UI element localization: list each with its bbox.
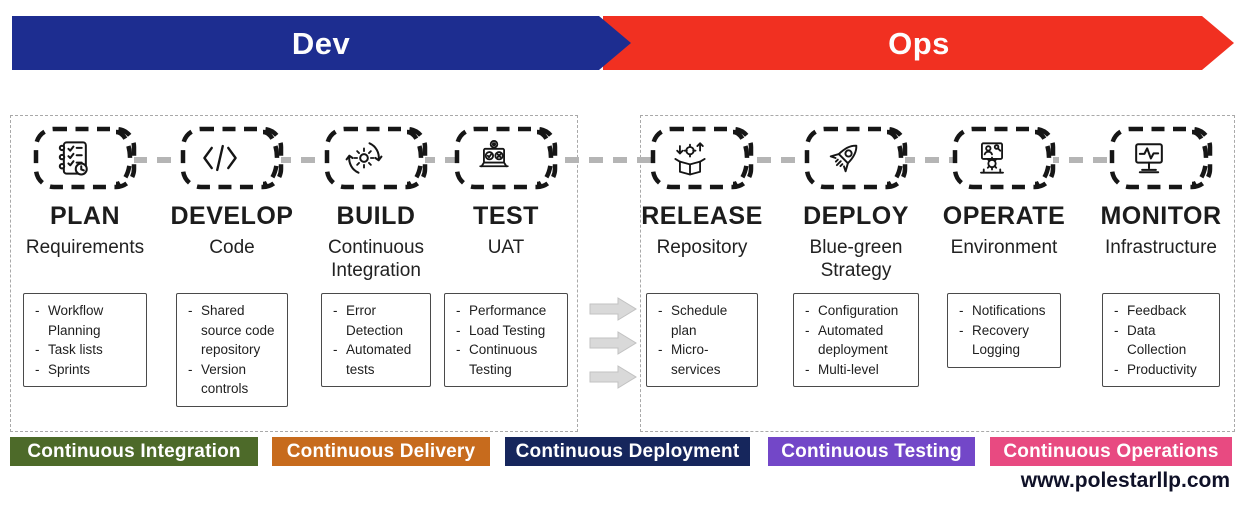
stage-title: DEVELOP	[170, 202, 294, 230]
stage-release: RELEASE Repository Schedule plan Micro-s…	[627, 126, 777, 388]
practice-bar-continuous-deployment: Continuous Deployment	[505, 437, 750, 466]
note-item: Sprints	[26, 360, 142, 380]
note-item: Automated deployment	[796, 321, 914, 360]
stage-subtitle: Infrastructure	[1105, 237, 1217, 258]
note-item: Recovery Logging	[950, 321, 1056, 360]
stage-capsule	[454, 126, 558, 190]
stage-capsule	[324, 126, 428, 190]
rocket-icon	[829, 144, 858, 173]
dev-banner-arrow	[12, 16, 631, 70]
stage-capsule	[33, 126, 137, 190]
note-item: Data Collection	[1105, 321, 1215, 360]
stage-title: BUILD	[336, 202, 416, 230]
dev-banner-label: Dev	[291, 26, 351, 61]
dashed-capsule-shape	[180, 126, 284, 190]
practice-bar-continuous-operations: Continuous Operations	[990, 437, 1232, 466]
checklist-icon	[58, 141, 88, 176]
note-item: Feedback	[1105, 301, 1215, 321]
dashed-capsule-shape	[804, 126, 908, 190]
note-item: Productivity	[1105, 360, 1215, 380]
note-item: Multi-level	[796, 360, 914, 380]
note-item: Automated tests	[324, 340, 426, 379]
gear-cycle-icon	[345, 142, 383, 174]
monitor-pulse-icon	[1135, 143, 1163, 174]
practice-bar-continuous-delivery: Continuous Delivery	[272, 437, 490, 466]
stage-notes: Schedule plan Micro-services	[646, 293, 758, 388]
stage-monitor: MONITOR Infrastructure Feedback Data Col…	[1081, 126, 1241, 388]
stage-notes: Configuration Automated deployment Multi…	[793, 293, 919, 388]
note-item: Continuous Testing	[447, 340, 563, 379]
stage-subtitle: Requirements	[25, 237, 145, 258]
stage-capsule	[180, 126, 284, 190]
ops-banner-label: Ops	[888, 26, 950, 61]
stage-capsule	[952, 126, 1056, 190]
laptop-test-icon	[479, 140, 509, 168]
stage-notes: Notifications Recovery Logging	[947, 293, 1061, 368]
stage-notes: Shared source code repository Version co…	[176, 293, 288, 407]
stage-title: MONITOR	[1100, 202, 1222, 230]
dashed-capsule-shape	[952, 126, 1056, 190]
practice-bar-continuous-testing: Continuous Testing	[768, 437, 975, 466]
banner-arrows	[12, 16, 1234, 70]
handoff-arrows-icon	[589, 297, 637, 389]
code-icon	[203, 144, 237, 172]
note-item: Shared source code repository	[179, 301, 283, 360]
note-item: Task lists	[26, 340, 142, 360]
stage-title: PLAN	[49, 202, 121, 230]
dev-group-box	[10, 115, 578, 432]
ops-group-box	[640, 115, 1235, 432]
website-link[interactable]: www.polestarllp.com	[1020, 469, 1230, 492]
stage-capsule	[804, 126, 908, 190]
dashed-capsule-shape	[650, 126, 754, 190]
maintenance-icon	[980, 142, 1004, 174]
stage-subtitle: Environment	[950, 237, 1058, 258]
stage-notes: Error Detection Automated tests	[321, 293, 431, 388]
stage-notes: Performance Load Testing Continuous Test…	[444, 293, 568, 388]
stage-test: TEST UAT Performance Load Testing Contin…	[431, 126, 581, 388]
stage-title: DEPLOY	[803, 202, 909, 230]
ops-banner-arrow	[603, 16, 1234, 70]
dashed-capsule-shape	[454, 126, 558, 190]
package-gear-icon	[674, 142, 706, 176]
note-item: Micro-services	[649, 340, 753, 379]
stage-subtitle: Repository	[656, 237, 748, 258]
note-item: Version controls	[179, 360, 283, 399]
stage-title: TEST	[473, 202, 539, 230]
note-item: Error Detection	[324, 301, 426, 340]
stage-title: OPERATE	[942, 202, 1066, 230]
stage-subtitle: Code	[209, 237, 255, 258]
stage-plan: PLAN Requirements Workflow Planning Task…	[10, 126, 160, 388]
stage-subtitle: Blue-green Strategy	[809, 237, 903, 281]
stage-deploy: DEPLOY Blue-green Strategy Configuration…	[781, 126, 931, 388]
stage-title: RELEASE	[641, 202, 763, 230]
stage-notes: Workflow Planning Task lists Sprints	[23, 293, 147, 388]
stage-capsule	[1109, 126, 1213, 190]
note-item: Notifications	[950, 301, 1056, 321]
note-item: Load Testing	[447, 321, 563, 341]
stage-develop: DEVELOP Code Shared source code reposito…	[157, 126, 307, 407]
stage-notes: Feedback Data Collection Productivity	[1102, 293, 1220, 388]
note-item: Configuration	[796, 301, 914, 321]
stage-operate: OPERATE Environment Notifications Recove…	[929, 126, 1079, 368]
note-item: Schedule plan	[649, 301, 753, 340]
stage-build: BUILD Continuous Integration Error Detec…	[301, 126, 451, 388]
practice-bar-continuous-integration: Continuous Integration	[10, 437, 258, 466]
stage-subtitle: UAT	[487, 237, 525, 258]
stage-capsule	[650, 126, 754, 190]
note-item: Performance	[447, 301, 563, 321]
note-item: Workflow Planning	[26, 301, 142, 340]
stage-subtitle: Continuous Integration	[327, 237, 425, 281]
